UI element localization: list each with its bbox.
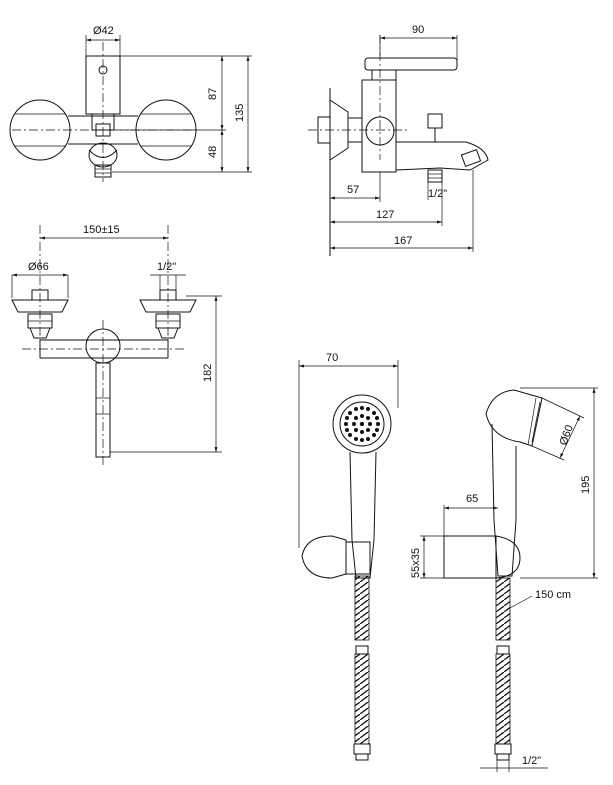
shower-front-view: 70 xyxy=(298,352,399,761)
side-view: 90 57 1/2" 127 167 xyxy=(308,24,489,256)
dim-side-outlet-thread: 1/2" xyxy=(428,188,447,200)
dim-holder-size: 55x35 xyxy=(410,548,422,578)
dim-shower-width: 70 xyxy=(326,352,338,364)
shower-nozzles xyxy=(344,406,380,442)
dim-top-height: 182 xyxy=(202,364,214,382)
dim-top-inlet-thread: 1/2" xyxy=(157,261,176,273)
top-view: 150±15 Ø66 1/2" xyxy=(11,224,222,466)
dim-side-total-depth: 167 xyxy=(394,235,412,247)
dim-front-upper-height: 87 xyxy=(207,88,219,100)
dim-front-top-width: Ø42 xyxy=(93,25,114,37)
dim-hose-length: 150 cm xyxy=(535,589,571,601)
dim-shower-height: 195 xyxy=(580,476,592,494)
dim-hose-thread: 1/2" xyxy=(522,755,541,767)
dim-side-lever-reach: 90 xyxy=(412,24,424,36)
dim-front-lower-height: 48 xyxy=(207,146,219,158)
dim-head-diameter: Ø60 xyxy=(558,423,576,447)
shower-side-view: 65 55x35 Ø60 195 150 cm 1/2" xyxy=(410,387,598,772)
dim-top-center-distance: 150±15 xyxy=(83,224,120,236)
dim-top-flange-diameter: Ø66 xyxy=(28,261,49,273)
dim-front-total-height: 135 xyxy=(234,104,246,122)
dim-side-wall-to-spout: 127 xyxy=(376,209,394,221)
dim-holder-reach: 65 xyxy=(466,493,478,505)
dim-side-wall-to-body: 57 xyxy=(347,184,359,196)
front-view: Ø42 87 48 135 xyxy=(9,25,252,182)
